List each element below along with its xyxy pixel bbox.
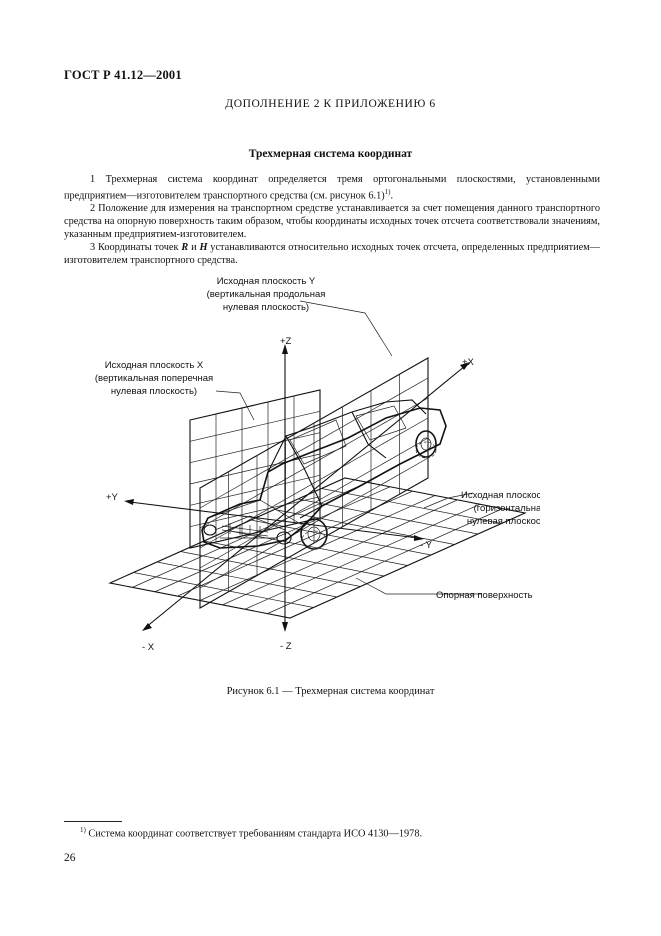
label-plane-z-3: нулевая плоскость) bbox=[467, 516, 540, 527]
grid-line bbox=[222, 499, 458, 606]
grille bbox=[221, 523, 269, 537]
label-plane-x-2: (вертикальная поперечная bbox=[95, 373, 213, 384]
footnote: 1) Система координат соответствует требо… bbox=[80, 826, 422, 839]
grid-line bbox=[189, 474, 321, 506]
page-number: 26 bbox=[64, 852, 76, 864]
footnote-mark: 1) bbox=[80, 826, 86, 834]
axis-label-minus-z: - Z bbox=[280, 641, 292, 652]
grid-line bbox=[154, 486, 391, 593]
axis-label-minus-y: - Y bbox=[420, 540, 433, 551]
label-plane-y-2: (вертикальная продольная bbox=[207, 289, 326, 300]
axis-label-plus-z: +Z bbox=[280, 336, 292, 347]
label-plane-y-3: нулевая плоскость) bbox=[223, 302, 309, 313]
grid-line bbox=[199, 397, 429, 529]
figure-caption: Рисунок 6.1 — Трехмерная система координ… bbox=[226, 686, 435, 697]
rear-wheel bbox=[415, 430, 437, 459]
appendix-title: ДОПОЛНЕНИЕ 2 К ПРИЛОЖЕНИЮ 6 bbox=[225, 98, 436, 110]
grid-line bbox=[189, 432, 321, 464]
label-plane-x-3: нулевая плоскость) bbox=[111, 386, 197, 397]
front-wheel bbox=[300, 518, 328, 550]
grid-line bbox=[199, 377, 429, 509]
axis-label-plus-y: +Y bbox=[106, 492, 119, 503]
footnote-text: Система координат соответствует требован… bbox=[88, 828, 423, 840]
label-plane-z-2: (горизонтальная bbox=[474, 503, 540, 514]
leader-lines bbox=[215, 300, 482, 595]
document-header: ГОСТ Р 41.12—2001 bbox=[64, 68, 182, 82]
label-plane-x-1: Исходная плоскость X bbox=[105, 360, 204, 371]
plane-x-grid bbox=[189, 389, 321, 549]
paragraph-1: 1 Трехмерная система координат определяе… bbox=[64, 174, 600, 202]
coordinate-system-figure: Исходная плоскость Y (вертикальная продо… bbox=[95, 276, 540, 653]
grid-line bbox=[189, 410, 321, 442]
label-plane-z-1: Исходная плоскость Z bbox=[461, 490, 540, 501]
point-h: H bbox=[199, 242, 208, 254]
paragraph-2: 2 Положение для измерения на транспортно… bbox=[64, 203, 600, 241]
vehicle-drawing bbox=[201, 399, 447, 550]
section-title: Трехмерная система координат bbox=[248, 148, 413, 160]
label-plane-y-1: Исходная плоскость Y bbox=[217, 276, 316, 287]
point-r: R bbox=[181, 242, 189, 254]
grid-line bbox=[244, 503, 481, 610]
axis-label-minus-x: - X bbox=[142, 642, 155, 653]
axis-label-plus-x: +X bbox=[462, 357, 475, 368]
grid-line bbox=[199, 457, 429, 589]
axes bbox=[124, 344, 470, 632]
label-support-surface: Опорная поверхность bbox=[436, 590, 533, 601]
grid-line bbox=[267, 508, 503, 614]
paragraph-3: 3 Координаты точек R и H устанавливаются… bbox=[64, 242, 600, 267]
footnote-ref[interactable]: 1) bbox=[384, 188, 391, 196]
grid-line bbox=[199, 417, 429, 549]
footnote-divider bbox=[64, 821, 122, 822]
body-text: 1 Трехмерная система координат определяе… bbox=[64, 173, 600, 267]
